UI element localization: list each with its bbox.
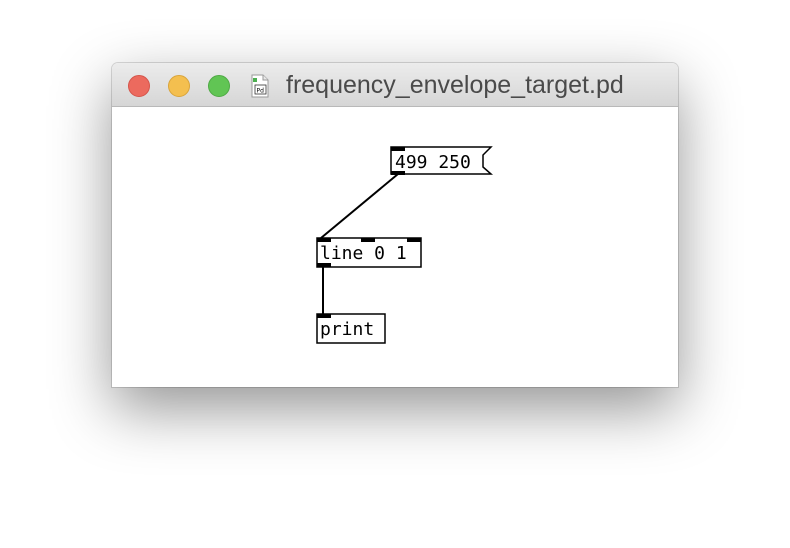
message-inlet[interactable] bbox=[391, 147, 405, 151]
pd-patch-window: Pd frequency_envelope_target.pd 499 250 bbox=[112, 63, 678, 387]
print-object-text: print bbox=[320, 319, 374, 340]
window-title: frequency_envelope_target.pd bbox=[286, 71, 624, 99]
print-object[interactable]: print bbox=[316, 313, 386, 344]
zoom-window-button[interactable] bbox=[208, 75, 230, 97]
title-bar[interactable]: Pd frequency_envelope_target.pd bbox=[112, 63, 678, 107]
message-box[interactable]: 499 250 bbox=[390, 146, 493, 175]
line-object-text: line 0 1 bbox=[320, 243, 407, 264]
line-inlet-middle[interactable] bbox=[361, 238, 375, 242]
line-inlet-left[interactable] bbox=[317, 238, 331, 242]
close-window-button[interactable] bbox=[128, 75, 150, 97]
pd-file-icon: Pd bbox=[251, 74, 269, 98]
line-outlet[interactable] bbox=[317, 263, 331, 267]
minimize-window-button[interactable] bbox=[168, 75, 190, 97]
patch-objects: line 0 1 print bbox=[316, 237, 422, 344]
patch-canvas[interactable]: 499 250 line 0 1 bbox=[112, 107, 678, 387]
patch-graph: 499 250 bbox=[320, 146, 493, 239]
message-outlet[interactable] bbox=[391, 171, 405, 175]
file-icon-label: Pd bbox=[257, 88, 265, 95]
connection-message-to-line[interactable] bbox=[320, 173, 399, 239]
message-text: 499 250 bbox=[395, 152, 471, 173]
line-inlet-right[interactable] bbox=[407, 238, 421, 242]
print-inlet[interactable] bbox=[317, 314, 331, 318]
line-0-1-object[interactable]: line 0 1 bbox=[316, 237, 422, 268]
